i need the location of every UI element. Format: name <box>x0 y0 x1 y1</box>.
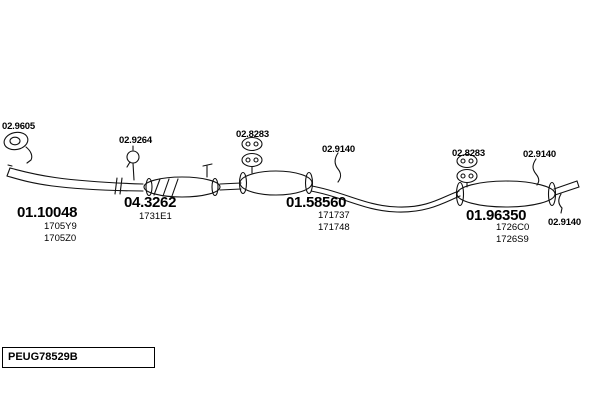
bracket-icon <box>202 163 213 178</box>
part-label-front-flange-gasket[interactable]: 02.9605 <box>2 121 35 132</box>
clamp-icon <box>126 145 140 181</box>
part-label-front-clamp[interactable]: 02.9264 <box>119 135 152 146</box>
diagram-reference-plate: PEUG78529B <box>2 347 155 368</box>
part-number-catalytic-converter[interactable]: 04.3262 <box>124 194 177 211</box>
rubber-mount-icon <box>456 153 478 188</box>
hanger-rod-icon <box>334 152 342 183</box>
alt-number: 171748 <box>318 222 350 233</box>
alt-number: 1705Y9 <box>44 221 77 232</box>
part-number-front-pipe[interactable]: 01.10048 <box>17 204 78 221</box>
part-label-rear-rubber-mount[interactable]: 02.8283 <box>452 148 485 159</box>
flange-gasket-icon <box>3 131 33 164</box>
rear-silencer-drawing <box>455 180 557 208</box>
alt-number: 1731E1 <box>139 211 172 222</box>
front-pipe-drawing <box>6 164 144 195</box>
centre-silencer-drawing <box>238 170 314 196</box>
alt-number: 171737 <box>318 210 350 221</box>
part-label-tail-hanger[interactable]: 02.9140 <box>548 217 581 228</box>
part-label-rear-hanger[interactable]: 02.9140 <box>523 149 556 160</box>
part-number-centre-silencer[interactable]: 01.58560 <box>286 194 347 211</box>
catalytic-converter-drawing <box>143 176 221 198</box>
alt-number: 1726C0 <box>496 222 530 233</box>
hanger-rod-icon <box>532 158 540 186</box>
part-label-mid-hanger[interactable]: 02.9140 <box>322 144 355 155</box>
alt-number: 1705Z0 <box>44 233 77 244</box>
alt-number: 1726S9 <box>496 234 529 245</box>
rear-pipe-drawing <box>310 185 461 213</box>
tail-pipe-drawing <box>553 180 580 196</box>
hanger-rod-icon <box>558 193 563 214</box>
part-label-mid-rubber-mount[interactable]: 02.8283 <box>236 129 269 140</box>
part-number-rear-silencer[interactable]: 01.96350 <box>466 207 527 224</box>
intermediate-pipe-drawing <box>219 182 242 191</box>
rubber-mount-icon <box>241 136 263 174</box>
